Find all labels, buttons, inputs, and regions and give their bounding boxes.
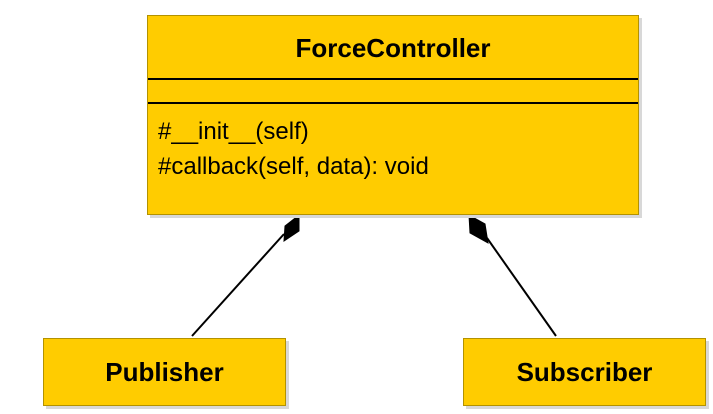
operations-divider [148,102,638,104]
operation-callback: #callback(self, data): void [158,153,429,180]
operation-init: #__init__(self) [158,118,309,145]
attributes-divider [148,78,638,80]
class-box-publisher[interactable]: Publisher [43,338,286,406]
composition-diamond-publisher [283,213,300,242]
class-box-forcecontroller[interactable]: ForceController #__init__(self) #callbac… [147,15,639,215]
class-name-publisher: Publisher [105,356,224,387]
composition-diamond-subscriber [468,214,489,244]
class-name: ForceController [295,33,491,63]
class-name-subscriber: Subscriber [516,356,653,387]
connector-line-publisher [191,233,285,337]
operations-section: #__init__(self) #callback(self, data): v… [148,104,638,184]
class-box-subscriber[interactable]: Subscriber [463,338,706,406]
connector-line-subscriber [486,237,557,337]
attributes-section [148,80,638,102]
composition-relation-subscriber [468,214,557,337]
composition-relation-publisher [191,213,300,337]
